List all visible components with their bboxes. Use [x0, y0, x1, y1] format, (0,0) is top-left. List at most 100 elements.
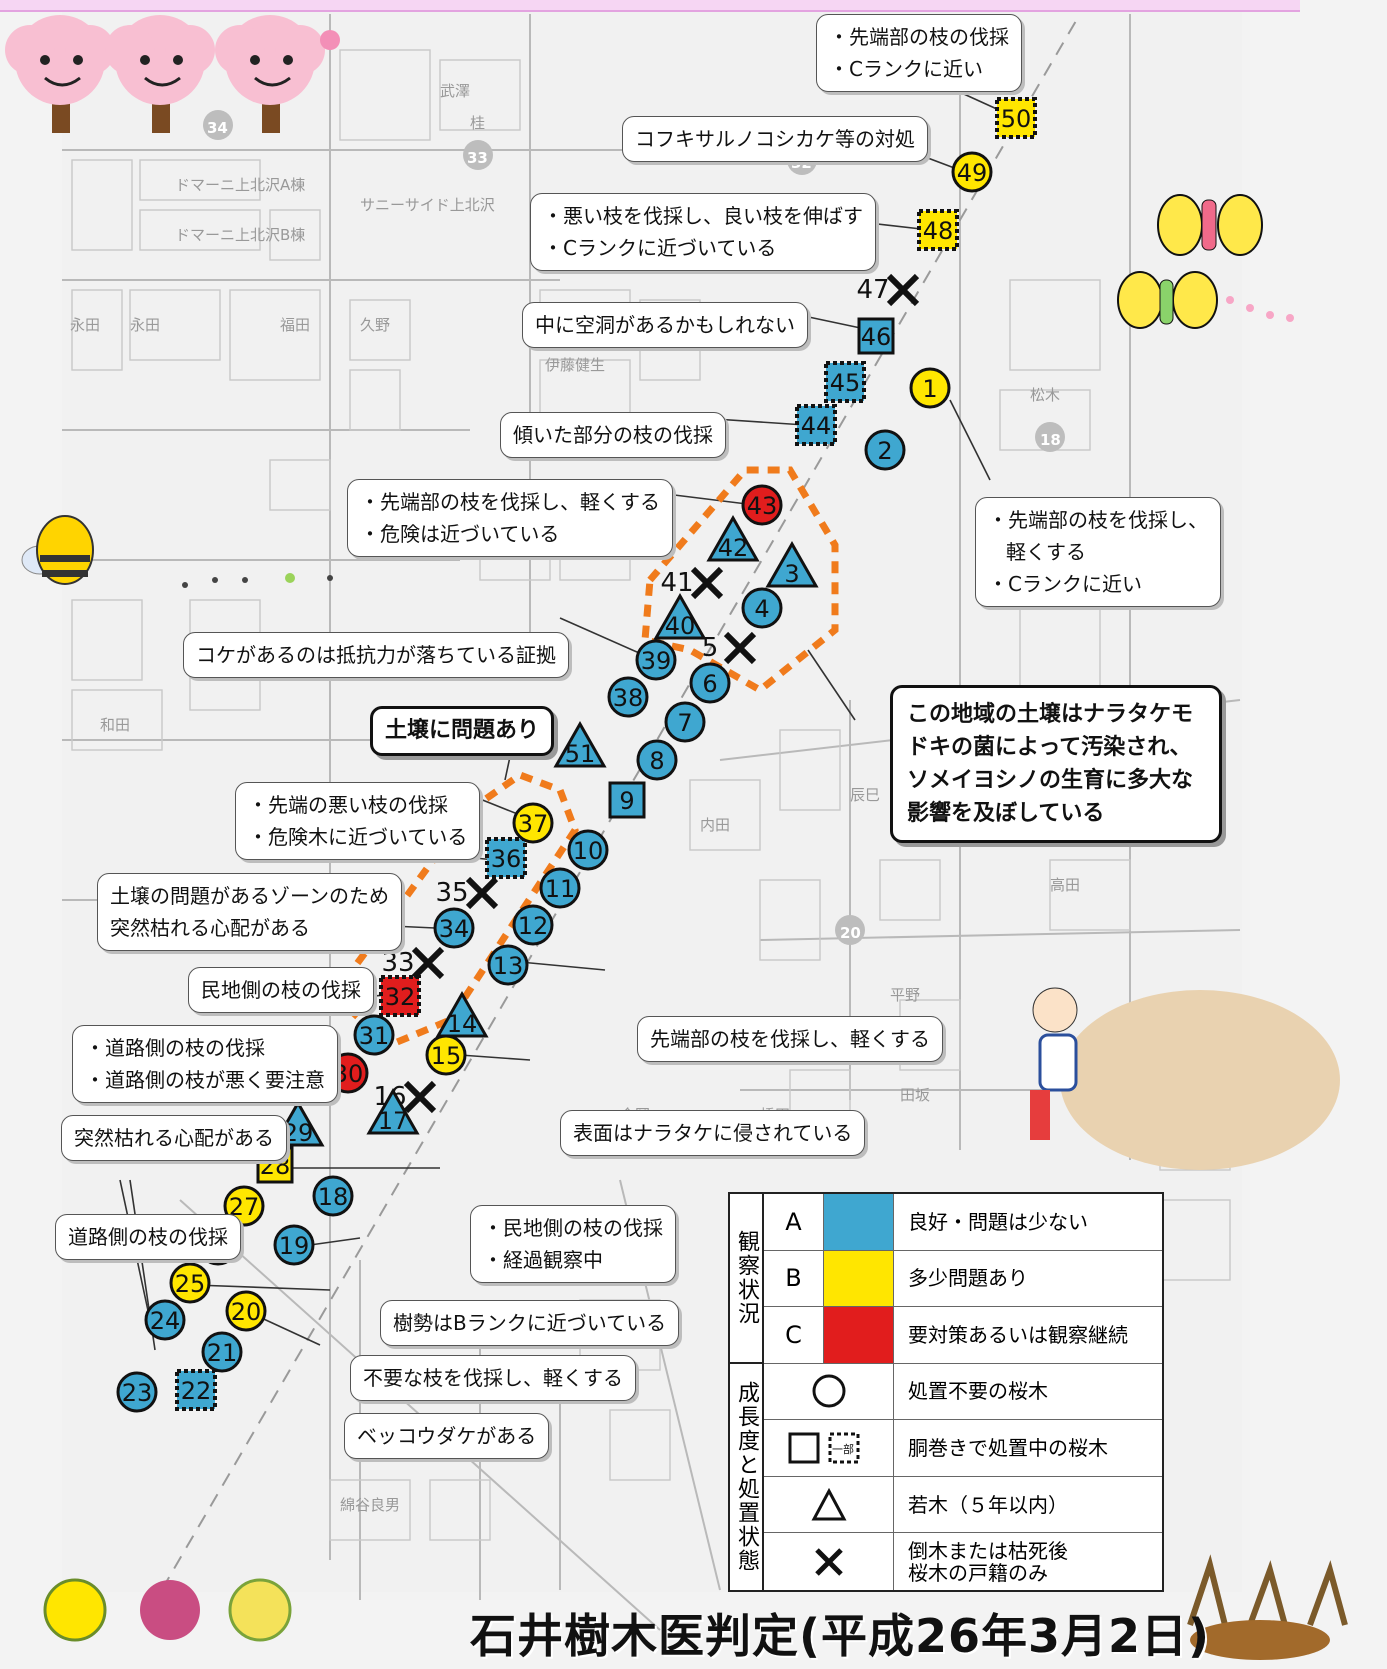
callout-text: ベッコウダケがある [357, 1424, 537, 1448]
callout-text: ・危険は近づいている [360, 522, 560, 546]
callout-text: 民地側の枝の伐採 [201, 978, 361, 1002]
callout-tree-37: ・先端の悪い枝の伐採・危険木に近づいている [235, 782, 481, 860]
callout-text: ・Cランクに近い [829, 57, 983, 81]
svg-text:ドマーニ上北沢A棟: ドマーニ上北沢A棟 [175, 176, 305, 194]
tree-number-label: 20 [231, 1298, 262, 1326]
tree-circle-shape [635, 639, 677, 681]
tree-marker-49: 49 [951, 151, 993, 193]
tree-number-label: 40 [665, 612, 696, 640]
tree-cross-shape [465, 876, 499, 910]
legend-section-observation: 観察状況 [730, 1194, 764, 1364]
tree-marker-48: 48 [917, 209, 959, 251]
tree-number-label: 45 [830, 369, 861, 397]
legend-partial-label: 一部 [832, 1442, 854, 1456]
svg-text:和田: 和田 [100, 716, 130, 734]
tree-marker-34: 34 [433, 907, 475, 949]
tree-number-label: 11 [545, 875, 576, 903]
tree-marker-19: 19 [273, 1224, 315, 1266]
tree-circle-shape [225, 1290, 267, 1332]
tree-marker-44: 44 [795, 404, 837, 446]
tree-cross-shape [403, 1080, 437, 1114]
tree-number-label: 36 [491, 845, 522, 873]
legend-desc-square: 胴巻きで処置中の桜木 [894, 1420, 1162, 1477]
svg-text:永田: 永田 [70, 316, 100, 334]
tree-number-label: 43 [747, 492, 778, 520]
svg-text:綿谷良男: 綿谷良男 [340, 1496, 400, 1514]
tree-partial-shape [995, 97, 1037, 139]
tree-triangle-shape [706, 514, 760, 562]
callout-text: ・道路側の枝が悪く要注意 [85, 1068, 325, 1092]
svg-text:武澤: 武澤 [440, 82, 470, 100]
tree-marker-1: 1 [909, 367, 951, 409]
legend-swatch-blue [824, 1194, 894, 1251]
callout-tree-30: 突然枯れる心配がある [61, 1115, 287, 1161]
tree-circle-shape [607, 676, 649, 718]
tree-circle-shape [512, 802, 554, 844]
tree-circle-shape [539, 867, 581, 909]
tree-marker-18: 18 [312, 1175, 354, 1217]
tree-number-label: 39 [641, 647, 672, 675]
tree-cross-shape [411, 946, 445, 980]
callout-tree-48: ・悪い枝を伐採し、良い枝を伸ばす・Cランクに近づいている [530, 193, 876, 271]
tree-number-label: 44 [801, 412, 832, 440]
tree-number-label: 35 [435, 878, 468, 908]
tree-circle-shape [689, 662, 731, 704]
legend-desc-triangle: 若木（５年以内） [894, 1477, 1162, 1534]
tree-circle-shape [567, 829, 609, 871]
tree-number-label: 1 [922, 375, 937, 403]
legend-rank-b: B [764, 1250, 824, 1308]
callout-tree-46: 中に空洞があるかもしれない [522, 302, 808, 348]
tree-marker-12: 12 [512, 904, 554, 946]
callout-tree-25: 不要な枝を伐採し、軽くする [350, 1355, 636, 1401]
tree-number-label: 42 [718, 534, 749, 562]
callout-text: ・先端の悪い枝の伐採 [248, 793, 448, 817]
tree-number-label: 4 [754, 595, 769, 623]
svg-text:20: 20 [840, 924, 861, 942]
tree-number-label: 38 [613, 684, 644, 712]
callout-text: ・Cランクに近い [988, 572, 1142, 596]
tree-number-label: 10 [573, 837, 604, 865]
tree-circle-shape [741, 484, 783, 526]
callout-tree-13: 先端部の枝を伐採し、軽くする [637, 1016, 943, 1062]
tree-partial-shape [824, 361, 866, 403]
tree-marker-42: 42 [706, 514, 760, 562]
tree-marker-25: 25 [169, 1262, 211, 1304]
tree-number-label: 13 [493, 952, 524, 980]
callout-tree-36: 土壌の問題があるゾーンのため突然枯れる心配がある [97, 873, 402, 951]
tree-number-label: 24 [150, 1307, 181, 1335]
tree-triangle-shape [653, 592, 707, 640]
cherry-tree-illustrations [5, 15, 340, 133]
tree-circle-shape [636, 739, 678, 781]
legend-desc-a: 良好・問題は少ない [894, 1194, 1162, 1251]
tree-number-label: 46 [861, 323, 892, 351]
tree-marker-39: 39 [635, 639, 677, 681]
tree-circle-shape [169, 1262, 211, 1304]
tree-marker-35: 35 [435, 876, 499, 910]
tree-number-label: 33 [381, 948, 414, 978]
tree-partial-shape [485, 837, 527, 879]
legend-section-growth: 成長度と処置状態 [730, 1363, 764, 1590]
tree-number-label: 31 [359, 1022, 390, 1050]
judgement-title: 石井樹木医判定(平成26年3月2日) [470, 1609, 1211, 1663]
svg-text:桂: 桂 [470, 114, 485, 132]
butterfly-illustrations [1117, 194, 1294, 329]
tree-marker-17: 17 [366, 1087, 420, 1135]
callout-text: 突然枯れる心配がある [110, 916, 310, 940]
tree-triangle-shape [553, 720, 607, 768]
callout-tree-43: ・先端部の枝を伐採し、軽くする・危険は近づいている [347, 479, 673, 557]
legend-circle-icon [764, 1363, 894, 1421]
tree-marker-6: 6 [689, 662, 731, 704]
callout-text: ・道路側の枝の伐採 [85, 1036, 265, 1060]
tree-partial-shape [795, 404, 837, 446]
callout-text: この地域の土壌はナラタケモドキの菌によって汚染され、ソメイヨシノの生育に多大な影… [907, 702, 1194, 826]
svg-text:松木: 松木 [1030, 386, 1060, 404]
legend-rank-c: C [764, 1307, 824, 1364]
legend-swatch-red [824, 1307, 894, 1364]
tree-marker-45: 45 [824, 361, 866, 403]
callout-tree-19: 樹勢はBランクに近づいている [380, 1300, 680, 1346]
callout-text: コフキサルノコシカケ等の対処 [635, 127, 915, 151]
tree-triangle-shape [366, 1087, 420, 1135]
callout-tree-50: ・先端部の枝の伐採・Cランクに近い [816, 14, 1022, 92]
callout-text: 樹勢はBランクに近づいている [393, 1311, 667, 1335]
callout-text: ・先端部の枝を伐採し、軽くする [360, 490, 660, 514]
